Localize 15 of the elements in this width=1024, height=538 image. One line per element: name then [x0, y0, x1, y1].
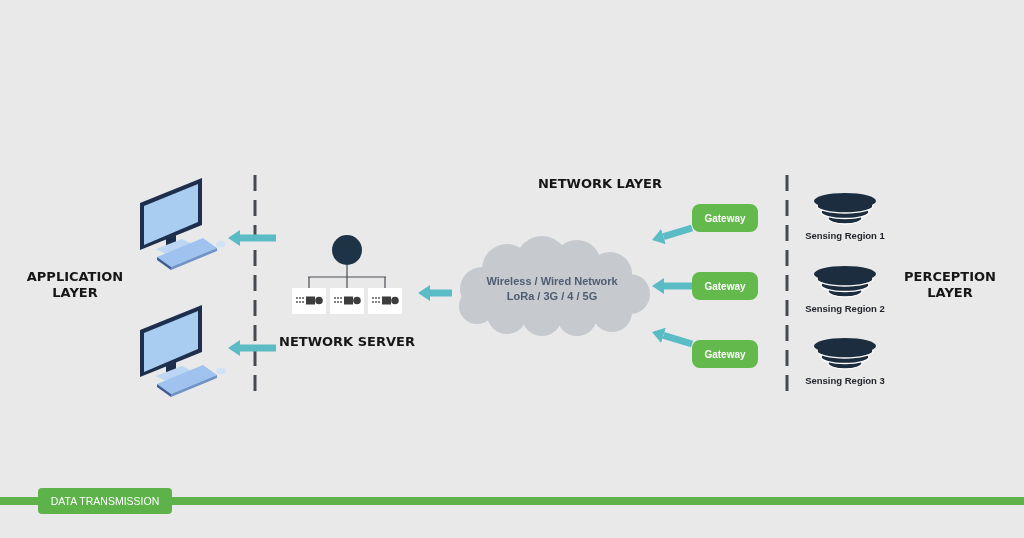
layer-title: PERCEPTION LAYER	[904, 269, 996, 300]
flow-arrow	[652, 327, 693, 348]
section-tag: DATA TRANSMISSION	[38, 488, 172, 514]
gateway-box: Gateway	[692, 340, 758, 368]
gateway-box: Gateway	[692, 204, 758, 232]
gateway-box: Gateway	[692, 272, 758, 300]
flow-arrow	[652, 278, 692, 294]
server-label: NETWORK SERVER	[279, 334, 415, 349]
cloud-label: Wireless / Wired Network LoRa / 3G / 4 / 5G	[486, 275, 618, 302]
layer-title: NETWORK LAYER	[537, 176, 662, 191]
layer-title: APPLICATION LAYER	[26, 269, 124, 300]
sensor-label: Sensing Region 2	[805, 303, 885, 314]
sensor-label: Sensing Region 3	[805, 375, 885, 386]
sensor-label: Sensing Region 1	[805, 230, 885, 241]
flow-arrow	[652, 224, 693, 245]
